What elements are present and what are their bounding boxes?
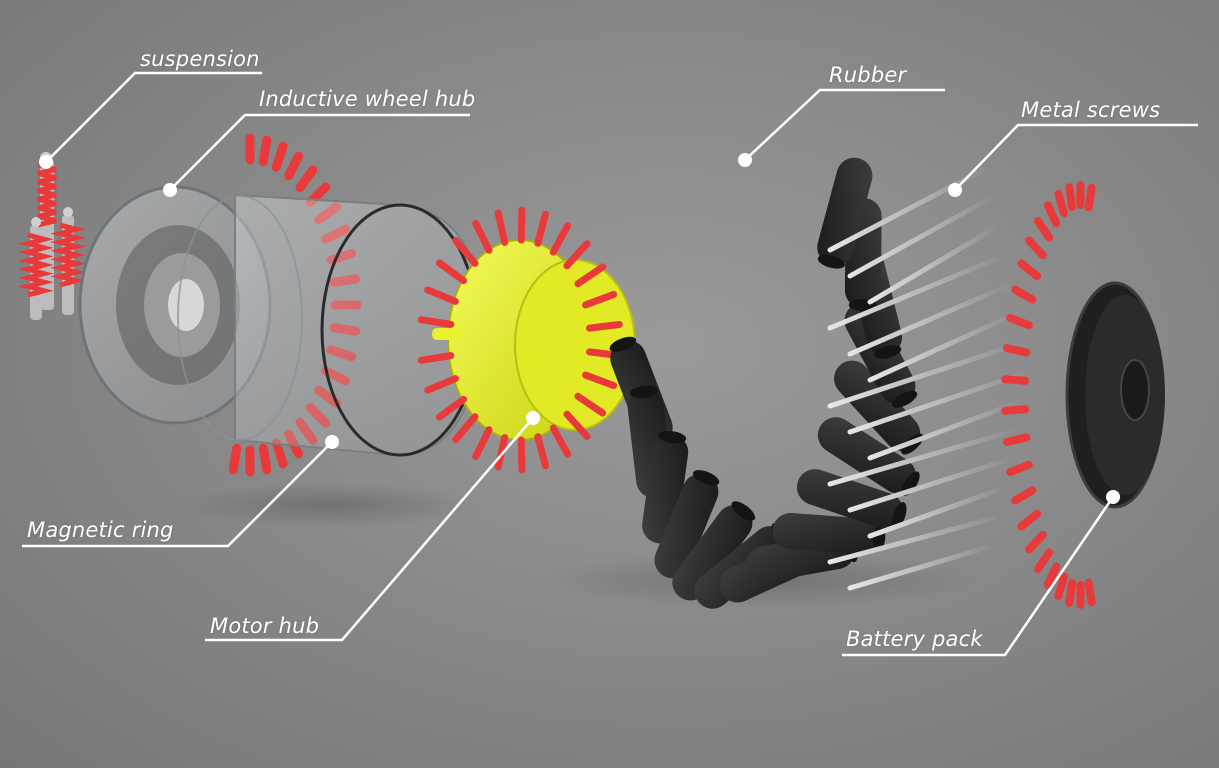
metal-screw	[847, 283, 1010, 357]
red-tooth	[271, 438, 288, 469]
floor-shadow	[180, 483, 480, 527]
red-tooth	[1002, 433, 1031, 446]
metal-screw	[867, 225, 998, 305]
callout-line-magnetic-ring	[22, 441, 333, 548]
red-tooth	[563, 410, 591, 440]
callout-line-metal-screws	[954, 123, 1198, 191]
red-tooth	[1017, 259, 1042, 281]
red-tooth	[472, 426, 493, 461]
metal-screw	[827, 515, 998, 565]
red-tooth	[582, 371, 618, 390]
red-tooth	[435, 259, 468, 285]
red-tooth	[574, 392, 607, 417]
rubber-roller	[772, 512, 886, 555]
red-tooth	[258, 443, 272, 475]
red-tooth	[549, 424, 572, 458]
red-tooth	[534, 433, 549, 470]
motor-hub-part	[417, 206, 636, 474]
label-rubber: Rubber	[829, 63, 907, 87]
metal-screw	[867, 486, 1004, 539]
metal-screw	[847, 370, 1028, 435]
red-tooth	[549, 222, 572, 256]
metal-screw	[827, 254, 1004, 331]
red-tooth	[494, 434, 509, 471]
rubber-rollers	[609, 157, 924, 609]
metal-screw	[867, 312, 1016, 383]
red-tooth	[1011, 486, 1037, 505]
red-tooth	[1084, 578, 1096, 607]
red-tooth	[586, 321, 623, 332]
rubber-roller	[654, 470, 720, 579]
red-tooth	[1043, 201, 1061, 228]
red-tooth	[1001, 405, 1030, 415]
red-tooth	[452, 413, 479, 444]
metal-screw	[867, 399, 1022, 461]
red-tooth	[1054, 572, 1069, 601]
label-metal-screws: Metal screws	[1021, 98, 1161, 122]
red-tooth	[1001, 375, 1030, 385]
red-tooth	[1084, 183, 1096, 212]
red-tooth	[1006, 313, 1033, 330]
red-tooth	[424, 286, 459, 305]
metal-screw	[847, 196, 992, 279]
callout-line-suspension	[45, 71, 262, 163]
label-motor-hub: Motor hub	[210, 614, 320, 638]
label-suspension: suspension	[140, 47, 260, 71]
callout-line-battery-pack	[842, 496, 1115, 657]
red-tooth	[472, 219, 493, 254]
metal-screw	[847, 457, 1010, 513]
callout-line-motor-hub	[205, 417, 534, 642]
red-tooth	[1065, 579, 1077, 607]
callout-line-inductive-wheel-hub	[169, 113, 470, 191]
callout-lines	[22, 71, 1198, 657]
red-tooth	[1034, 216, 1054, 242]
red-tooth	[228, 443, 242, 475]
red-tooth	[1065, 183, 1077, 211]
label-inductive-wheel-hub: Inductive wheel hub	[259, 87, 476, 111]
metal-screw	[827, 167, 986, 253]
battery-pack-part	[1001, 181, 1165, 609]
red-tooth	[494, 209, 509, 246]
label-magnetic-ring: Magnetic ring	[27, 518, 174, 542]
red-tooth	[452, 236, 479, 267]
red-tooth	[1025, 530, 1047, 554]
suspension-part	[18, 152, 86, 320]
red-tooth	[1002, 344, 1031, 357]
red-tooth	[1006, 460, 1033, 477]
metal-screw	[827, 428, 1016, 487]
red-tooth	[424, 375, 459, 394]
red-tooth	[517, 436, 526, 474]
red-tooth	[517, 206, 526, 244]
red-tooth	[534, 210, 549, 247]
red-tooth	[582, 290, 618, 309]
red-tooth	[295, 165, 318, 193]
red-tooth	[1025, 236, 1047, 260]
red-tooth	[435, 395, 468, 421]
red-tooth	[417, 352, 455, 364]
red-tooth	[1034, 548, 1054, 574]
metal-screws	[827, 167, 1028, 591]
red-tooth	[417, 316, 455, 328]
label-battery-pack: Battery pack	[846, 627, 983, 651]
red-tooth	[1054, 189, 1069, 218]
metal-screw	[827, 341, 1022, 409]
rubber-roller	[672, 501, 756, 601]
red-tooth	[574, 263, 607, 288]
metal-screw	[847, 544, 992, 591]
red-tooth	[271, 141, 288, 172]
red-tooth	[1017, 509, 1042, 531]
callout-line-rubber	[744, 88, 945, 161]
red-tooth	[1043, 562, 1061, 589]
red-tooth	[258, 135, 272, 167]
red-tooth	[1011, 285, 1037, 304]
rubber-roller	[817, 157, 873, 269]
red-tooth	[284, 151, 304, 181]
red-tooth	[563, 240, 591, 270]
